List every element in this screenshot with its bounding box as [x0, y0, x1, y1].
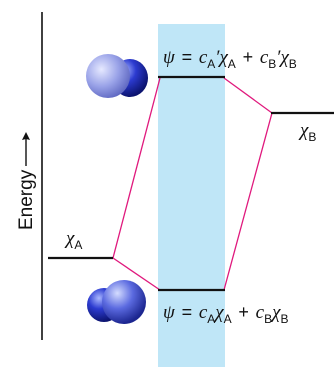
eq-ab-chi2-sub: B — [289, 57, 297, 71]
label-atomic-a: χA — [64, 228, 82, 252]
connector-b-antibonding — [224, 78, 272, 113]
eq-b-c2-sub: B — [264, 312, 272, 326]
label-atomic-b: χB — [298, 120, 316, 144]
bonding-lobe-large — [102, 280, 146, 324]
label-atomic-a-sub: A — [74, 238, 82, 252]
eq-ab-c1-sub: A — [207, 57, 215, 71]
eq-b-chi2: χ — [270, 302, 281, 323]
antibonding-orbital-illustration — [86, 54, 148, 98]
eq-ab-chi1-sub: A — [228, 57, 236, 71]
connector-a-antibonding — [113, 78, 160, 258]
energy-arrow-head — [22, 132, 30, 140]
eq-b-psi: ψ — [163, 302, 176, 323]
label-atomic-b-sub: B — [308, 130, 316, 144]
eq-b-plus: + — [238, 302, 249, 322]
energy-axis-label: Energy — [16, 169, 37, 230]
eq-ab-plus: + — [243, 47, 254, 67]
eq-b-chi2-sub: B — [280, 312, 288, 326]
antibonding-lobe-large — [86, 54, 130, 98]
eq-ab-chi1: χ — [217, 47, 228, 68]
eq-b-equals: = — [182, 302, 193, 322]
connector-b-bonding — [224, 113, 272, 290]
eq-b-chi1: χ — [213, 302, 224, 323]
eq-ab-equals: = — [182, 47, 193, 67]
bonding-orbital-illustration — [87, 280, 146, 324]
eq-ab-chi2: χ — [278, 47, 289, 68]
eq-b-chi1-sub: A — [224, 312, 232, 326]
eq-ab-psi: ψ — [163, 47, 176, 68]
label-atomic-a-symbol: χ — [64, 228, 75, 249]
energy-axis-label-group: Energy — [16, 132, 37, 230]
label-atomic-b-symbol: χ — [298, 120, 309, 141]
eq-b-c1-sub: A — [207, 312, 215, 326]
eq-ab-c2-sub: B — [268, 57, 276, 71]
